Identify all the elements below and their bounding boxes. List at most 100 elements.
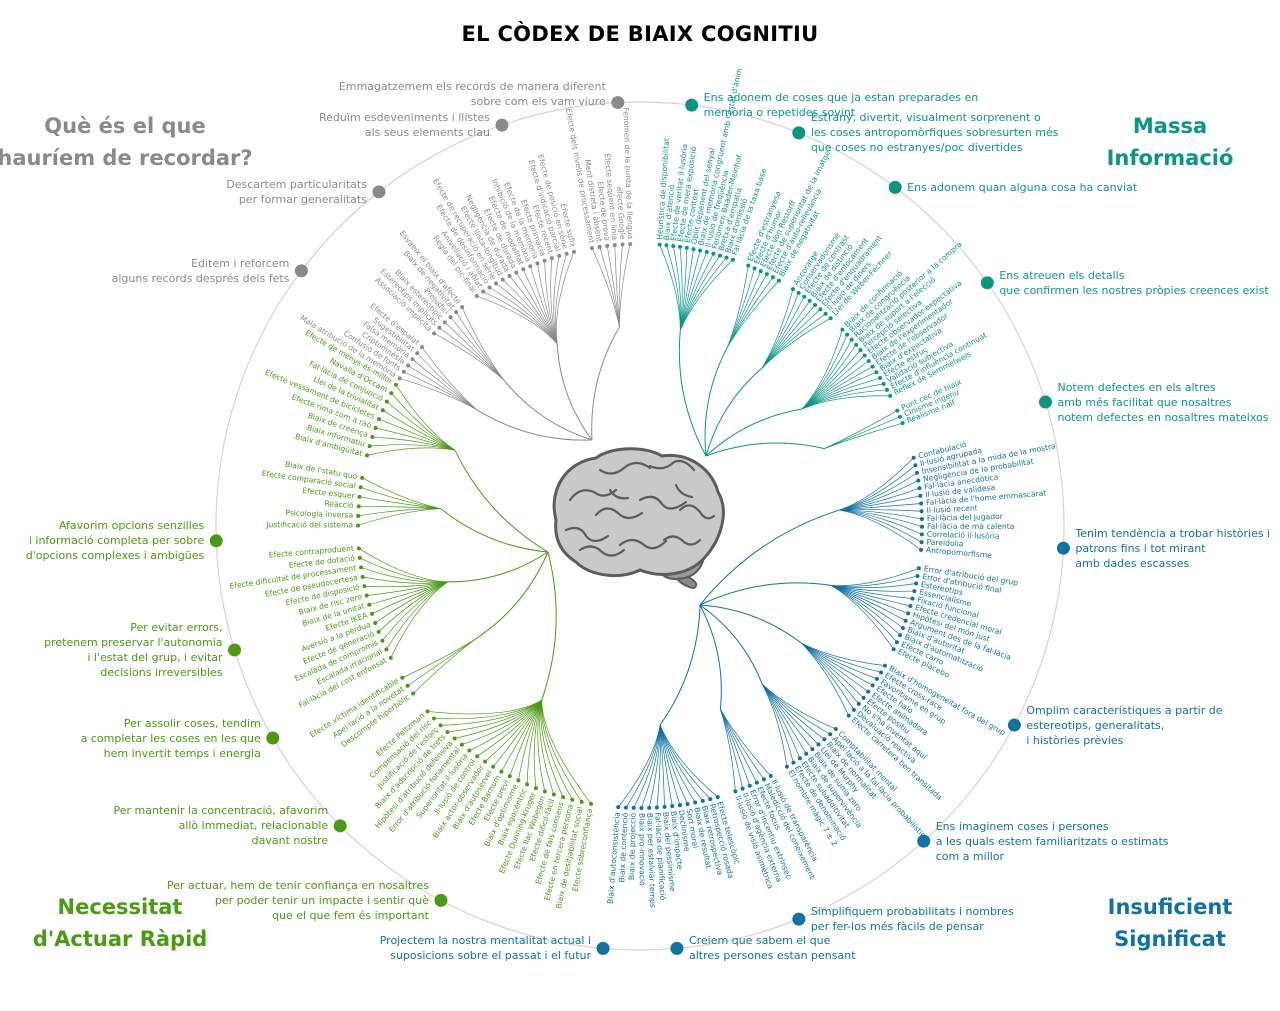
bias-branch: [399, 378, 478, 411]
group-node[interactable]: [792, 912, 806, 926]
group-node[interactable]: [495, 118, 509, 132]
bias-dot: [380, 638, 385, 643]
group-description: Projectem la nostra mentalitat actual i …: [379, 934, 592, 963]
bias-label[interactable]: Fal·làcia del jugador: [927, 512, 1004, 523]
bias-label[interactable]: Il·lusió recent: [926, 503, 977, 515]
bias-branch: [518, 700, 543, 781]
bias-dot: [913, 463, 918, 468]
group-node[interactable]: [1007, 718, 1021, 732]
bias-branch: [727, 280, 780, 347]
bias-dot: [533, 786, 538, 791]
bias-dot: [393, 382, 398, 387]
bias-dot: [919, 509, 924, 514]
group-node[interactable]: [596, 941, 610, 955]
bias-branch: [599, 246, 620, 328]
bias-dot: [906, 611, 911, 616]
bias-branch: [839, 509, 923, 528]
bias-branch: [369, 444, 456, 451]
bias-dot: [900, 421, 905, 426]
bias-label[interactable]: Biaix de contenció: [617, 812, 629, 883]
bias-dot: [717, 253, 722, 258]
bias-branch: [839, 503, 922, 511]
bias-branch: [378, 418, 456, 451]
bias-dot: [828, 316, 833, 321]
group-node[interactable]: [294, 264, 308, 278]
bias-branch: [761, 684, 788, 767]
bias-branch: [537, 263, 558, 345]
bias-dot: [715, 795, 720, 800]
bias-branch: [830, 585, 901, 636]
bias-branch: [727, 265, 749, 347]
bias-branch: [761, 684, 807, 754]
group-node[interactable]: [372, 185, 386, 199]
bias-branch: [553, 255, 560, 345]
bias-branch: [824, 416, 901, 449]
brain-fold: [598, 461, 652, 475]
group-node[interactable]: [685, 98, 699, 112]
group-description: Editem i reforcem alguns records després…: [111, 256, 290, 285]
bias-dot: [481, 289, 486, 294]
bias-label[interactable]: Biaix pro-innovació: [637, 813, 646, 886]
bias-branch: [407, 365, 478, 411]
group-node[interactable]: [1056, 541, 1070, 555]
bias-label[interactable]: Justificació del sistema: [265, 520, 353, 529]
bias-branch: [539, 700, 555, 795]
group-node[interactable]: [792, 126, 806, 140]
bias-branch: [386, 401, 456, 451]
group-node[interactable]: [888, 180, 902, 194]
bias-dot: [401, 369, 406, 374]
bias-dot: [452, 736, 457, 741]
bias-branch: [529, 266, 558, 345]
bias-branch: [360, 567, 448, 583]
group-node[interactable]: [1038, 395, 1052, 409]
bias-dot: [882, 663, 887, 668]
quadrant-title-memory-line2: hauríem de recordar?: [0, 146, 253, 170]
branch-trunk: [454, 449, 549, 553]
bias-label[interactable]: Correlació il·lusòria: [927, 530, 1000, 541]
group-node[interactable]: [980, 276, 994, 290]
bias-dot: [415, 351, 420, 356]
bias-dot: [528, 264, 533, 269]
bias-dot: [557, 253, 562, 258]
group-node[interactable]: [670, 941, 684, 955]
bias-label[interactable]: Biaix per estalviar temps: [645, 813, 657, 908]
bias-branch: [801, 643, 855, 711]
bias-label[interactable]: Reacció: [324, 499, 354, 510]
bias-branch: [830, 585, 906, 622]
bias-dot: [870, 364, 875, 369]
bias-dot: [491, 764, 496, 769]
bias-label[interactable]: Psicologia inversa: [285, 508, 353, 519]
bias-dot: [362, 584, 367, 589]
bias-dot: [919, 516, 924, 521]
bias-branch: [830, 585, 909, 614]
bias-branch: [830, 585, 904, 629]
bias-dot: [384, 399, 389, 404]
bias-dot: [807, 298, 812, 303]
bias-label[interactable]: Fal·làcia de mà calenta: [927, 522, 1014, 531]
group-node[interactable]: [434, 893, 448, 907]
group-node[interactable]: [333, 819, 347, 833]
bias-label[interactable]: efecte Google: [615, 186, 627, 240]
bias-branch: [382, 410, 456, 451]
bias-dot: [813, 302, 818, 307]
bias-dot: [507, 274, 512, 279]
bias-dot: [359, 565, 364, 570]
bias-dot: [460, 305, 465, 310]
bias-branch: [839, 509, 923, 535]
group-node[interactable]: [209, 534, 223, 548]
bias-branch: [801, 643, 850, 716]
bias-branch: [447, 699, 542, 733]
bias-branch: [761, 288, 794, 368]
bias-label[interactable]: Biaix de projecció: [627, 812, 638, 880]
group-node[interactable]: [611, 96, 625, 110]
bias-label[interactable]: Pareidolia: [926, 537, 963, 548]
bias-label[interactable]: Antropomorfisme: [926, 545, 993, 560]
group-node[interactable]: [917, 834, 931, 848]
group-node[interactable]: [266, 731, 280, 745]
bias-dot: [746, 263, 751, 268]
bias-branch: [830, 585, 915, 592]
group-node[interactable]: [228, 643, 242, 657]
group-description: Per actuar, hem de tenir confiança en no…: [167, 878, 429, 922]
bias-dot: [662, 804, 667, 809]
